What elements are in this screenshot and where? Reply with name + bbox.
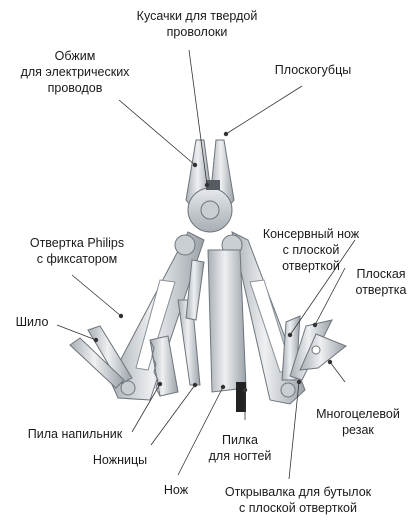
- label-line: Нож: [163, 483, 189, 497]
- flat-screwdriver-dot: [312, 322, 318, 328]
- left-small-tools: [69, 325, 133, 389]
- label-bottle-opener: Открывалка для бутылок с плоской отвертк…: [212, 484, 384, 516]
- label-line: Кусачки для твердой: [136, 9, 258, 23]
- label-line: Пила напильник: [27, 427, 123, 441]
- scissors: [177, 259, 205, 386]
- knife-blade: [207, 249, 247, 412]
- multi-cutter-dot: [327, 359, 333, 365]
- label-line: Обжим: [54, 49, 96, 63]
- label-line: отверткой: [282, 259, 340, 273]
- label-line: для электрических: [20, 65, 130, 79]
- label-line: Ножницы: [92, 453, 148, 467]
- label-line: Плоскогубцы: [274, 63, 352, 77]
- label-line: Шило: [15, 315, 49, 329]
- label-line: резак: [342, 423, 374, 437]
- can-opener-dot: [287, 332, 293, 338]
- label-line: отвертка: [355, 283, 407, 297]
- label-wire-cutters: Кусачки для твердой проволоки: [122, 8, 272, 40]
- crimper-dot: [192, 162, 198, 168]
- label-line: с фиксатором: [36, 252, 118, 266]
- awl-dot: [93, 337, 99, 343]
- label-line: Отвертка Philips: [29, 236, 125, 250]
- label-crimper: Обжим для электрических проводов: [15, 48, 135, 96]
- label-awl: Шило: [8, 314, 56, 330]
- knife-dot: [220, 384, 226, 390]
- right-small-tools: [281, 315, 347, 381]
- label-line: Плоская: [356, 267, 406, 281]
- label-nail-file: Пилка для ногтей: [198, 432, 282, 464]
- saw-file-dot: [157, 381, 163, 387]
- label-line: проводов: [47, 81, 103, 95]
- label-pliers: Плоскогубцы: [258, 62, 368, 78]
- pliers-jaws: [185, 139, 235, 233]
- left-handle: [109, 231, 205, 401]
- label-line: для ногтей: [208, 449, 272, 463]
- bottle-opener-dot: [296, 379, 302, 385]
- label-line: Многоцелевой: [316, 407, 400, 421]
- label-scissors: Ножницы: [82, 452, 158, 468]
- saw-file: [149, 335, 179, 397]
- label-can-opener: Консервный нож с плоской отверткой: [256, 226, 366, 274]
- label-line: Пилка: [222, 433, 258, 447]
- nail-file-dot: [242, 387, 248, 393]
- label-line: Консервный нож: [262, 227, 360, 241]
- leader-lines: [56, 49, 356, 480]
- label-line: с плоской: [282, 243, 340, 257]
- label-knife: Нож: [156, 482, 196, 498]
- label-line: с плоской отверткой: [239, 501, 357, 515]
- label-line: проволоки: [166, 25, 228, 39]
- label-saw-file: Пила напильник: [15, 426, 135, 442]
- label-flat-screwdriver: Плоская отвертка: [346, 266, 416, 298]
- label-multi-cutter: Многоцелевой резак: [308, 406, 408, 438]
- wire-cutters-dot: [204, 182, 210, 188]
- scissors-dot: [192, 382, 198, 388]
- pliers-dot: [223, 131, 229, 137]
- label-line: Открывалка для бутылок: [224, 485, 372, 499]
- label-phillips: Отвертка Philips с фиксатором: [12, 235, 142, 267]
- phillips-dot: [118, 313, 124, 319]
